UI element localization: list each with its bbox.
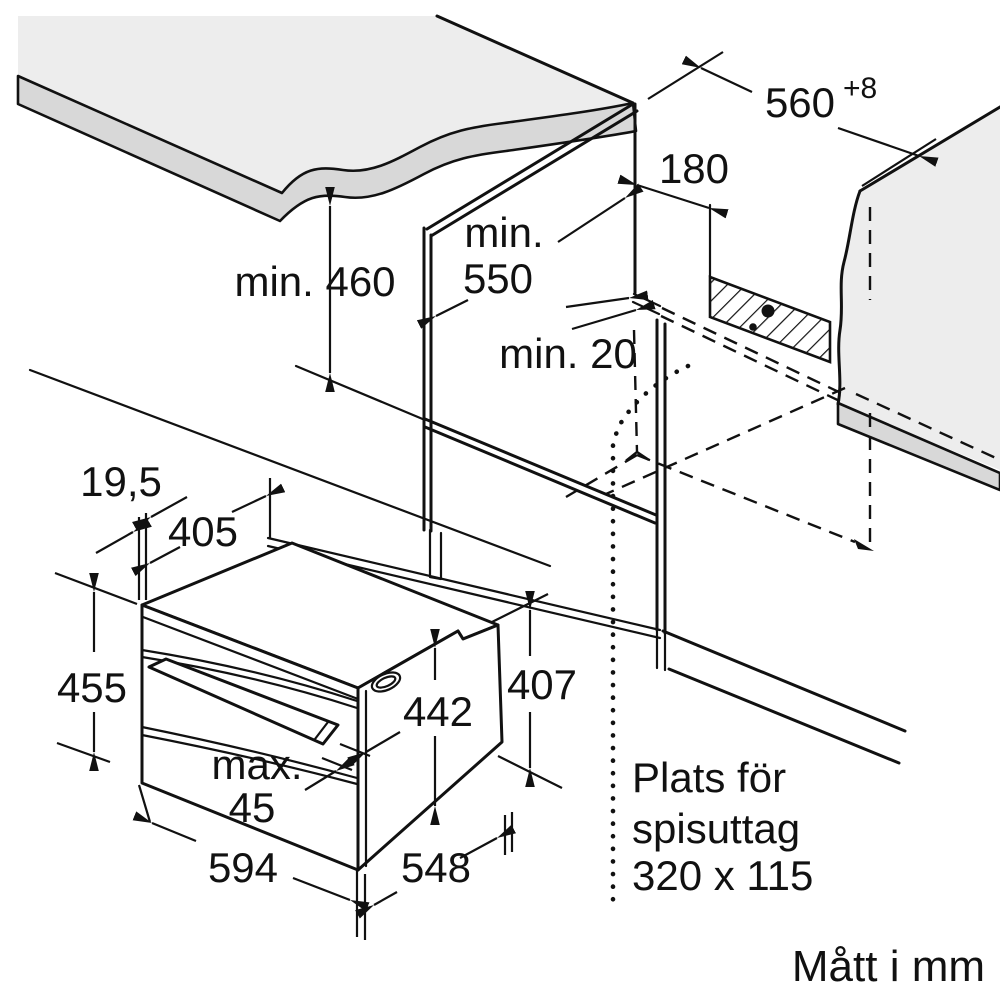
dim-560-arrow-left bbox=[681, 55, 753, 93]
ext-407-top bbox=[491, 593, 549, 623]
socket-dot-large bbox=[761, 304, 775, 318]
hidden-top-edge-2 bbox=[660, 314, 847, 406]
dim-550-arrow-up bbox=[557, 183, 644, 243]
ext-560-right bbox=[861, 138, 937, 187]
ext-455-bottom bbox=[56, 741, 111, 764]
ext-594-left bbox=[137, 784, 152, 823]
cabinet-foot bbox=[428, 528, 443, 581]
worktop bbox=[16, 14, 638, 223]
label-oven-width: 594 bbox=[208, 844, 278, 891]
label-rear-height: 407 bbox=[507, 661, 577, 708]
tall-cabinet bbox=[28, 102, 662, 581]
dimensions bbox=[54, 51, 939, 940]
label-front-height: 455 bbox=[57, 664, 127, 711]
label-door-max: max. bbox=[211, 741, 302, 788]
wall-shelf-board bbox=[836, 401, 1000, 492]
label-niche-depth-1: min. bbox=[464, 209, 543, 256]
dim-550-arrow-down bbox=[416, 299, 469, 329]
hidden-top-edge-1 bbox=[661, 306, 844, 396]
dim-405-arrow-right bbox=[231, 483, 286, 513]
label-top-depth: 405 bbox=[168, 508, 238, 555]
dim-560-arrow-right bbox=[837, 126, 939, 167]
dim-405-arrow-left bbox=[130, 546, 181, 577]
dim-180-line bbox=[617, 174, 729, 219]
dim-45-arrow-1 bbox=[304, 756, 355, 791]
ext-560-left bbox=[647, 51, 724, 100]
hidden-niche-edges bbox=[565, 329, 874, 551]
handle-end-cap bbox=[313, 720, 330, 741]
socket-note-line-3: 320 x 115 bbox=[632, 852, 813, 899]
right-cabinet-bottom-edge bbox=[661, 629, 907, 733]
hidden-diagonal-lower bbox=[636, 453, 856, 544]
label-gap-right: 180 bbox=[659, 145, 729, 192]
back-wall bbox=[836, 105, 1000, 492]
oven-door-handle bbox=[147, 657, 340, 746]
dim-19-arrow-left bbox=[95, 518, 152, 554]
niche-shelf-edge bbox=[423, 417, 658, 517]
oven-vent bbox=[370, 671, 402, 693]
socket-note-line-2: spisuttag bbox=[632, 805, 800, 852]
label-door-max-value: 45 bbox=[229, 784, 276, 831]
label-niche-width-tolerance: +8 bbox=[843, 72, 877, 105]
oven bbox=[140, 541, 504, 872]
dim-19-arrow-right bbox=[132, 496, 188, 531]
dim-20-arrow-2 bbox=[565, 290, 649, 309]
right-cabinet-base-line bbox=[667, 667, 901, 765]
notes: Plats för spisuttag 320 x 115 Mått i mm bbox=[632, 754, 985, 991]
hidden-arrowhead bbox=[854, 539, 874, 551]
ground-line bbox=[28, 368, 552, 568]
label-oven-depth: 548 bbox=[401, 844, 471, 891]
oven-frame-top-inner bbox=[141, 615, 360, 701]
socket-dot-small bbox=[749, 323, 757, 331]
dimension-labels: 560 +8 180 min. 550 min. 460 min. 20 19,… bbox=[57, 72, 877, 891]
hidden-diagonal-upper bbox=[605, 386, 846, 496]
right-cabinet-foot bbox=[655, 628, 667, 672]
dim-594-right bbox=[292, 876, 370, 912]
socket-cutout-hatch bbox=[708, 275, 832, 364]
dim-548-left bbox=[355, 891, 398, 919]
hidden-edge-wall-dashed bbox=[855, 392, 999, 461]
dim-20-arrow-1 bbox=[571, 299, 656, 331]
label-rear-clearance: min. 20 bbox=[499, 330, 637, 377]
label-niche-height: min. 460 bbox=[234, 258, 395, 305]
units-note: Mått i mm bbox=[792, 942, 985, 991]
hidden-vertical-left bbox=[632, 329, 639, 453]
dim-594-left bbox=[132, 811, 197, 843]
ext-455-top bbox=[54, 571, 138, 606]
socket-note-line-1: Plats för bbox=[632, 754, 786, 801]
plinth-line-1 bbox=[266, 536, 662, 632]
oven-door-bottom bbox=[140, 725, 359, 786]
hidden-floor-left bbox=[565, 453, 638, 499]
shelf-extension-line bbox=[294, 364, 427, 422]
label-front-overhang: 19,5 bbox=[80, 458, 162, 505]
socket-position-dotted-line bbox=[610, 363, 691, 903]
dim-45-arrow-2 bbox=[347, 731, 401, 766]
label-niche-width: 560 bbox=[765, 79, 835, 126]
dim-548-right bbox=[459, 824, 516, 859]
label-niche-depth-2: 550 bbox=[463, 255, 533, 302]
label-housing-height: 442 bbox=[403, 688, 473, 735]
